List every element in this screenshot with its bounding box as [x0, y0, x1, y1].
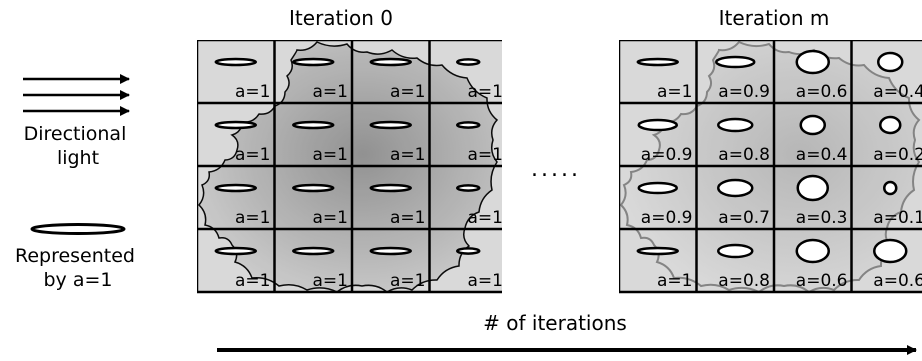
ellipsis-text: .....: [531, 157, 581, 182]
droplet-ellipse: [456, 58, 481, 66]
droplet-ellipse: [636, 246, 679, 256]
cell-alpha-label: a=0.9: [641, 145, 693, 165]
droplet-ellipse: [637, 181, 678, 195]
cell-alpha-label: a=1: [313, 145, 348, 165]
droplet-ellipse: [883, 180, 898, 196]
droplet-ellipse: [369, 183, 412, 193]
droplet-ellipse: [799, 114, 826, 136]
droplet-ellipse: [292, 120, 335, 130]
cell-alpha-label: a=1: [390, 271, 425, 291]
panel-title-iteration-0: Iteration 0: [289, 6, 393, 30]
droplet-ellipse: [369, 246, 412, 256]
legend-flat-ellipse: [30, 223, 126, 235]
cell-alpha-label: a=0.4: [873, 82, 922, 102]
droplet-ellipse: [456, 247, 481, 255]
cell-alpha-label: a=0.7: [718, 208, 770, 228]
droplet-ellipse: [292, 246, 335, 256]
cell-alpha-label: a=1: [657, 271, 692, 291]
cell-alpha-label: a=0.2: [873, 145, 922, 165]
cell-alpha-label: a=1: [468, 208, 503, 228]
cell-alpha-label: a=1: [235, 208, 270, 228]
droplet-ellipse: [796, 174, 829, 202]
grid-panel-iteration-0: a=1 a=1 a=1 a=1 a=1 a=1 a=1 a=1 a=1 a=1 a=1 a=1 a=1 a…: [197, 40, 503, 294]
droplet-ellipse: [456, 184, 481, 192]
droplet-ellipse: [369, 120, 412, 130]
droplet-ellipse: [717, 243, 754, 259]
represented-label: Represented by a=1: [15, 245, 141, 291]
droplet-ellipse: [214, 246, 257, 256]
cell-alpha-label: a=1: [235, 271, 270, 291]
droplet-ellipse: [795, 49, 830, 75]
droplet-ellipse: [873, 238, 908, 264]
cell-alpha-label: a=1: [468, 271, 503, 291]
droplet-ellipse: [456, 121, 481, 129]
cell-alpha-label: a=1: [235, 82, 270, 102]
grid-panel-iteration-m: a=1 a=0.9 a=0.6 a=0.4 a=0.9 a=0.8 a=0.4 a=0.2 a=…: [619, 40, 922, 294]
cell-alpha-label: a=0.8: [718, 145, 770, 165]
droplet-ellipse: [636, 57, 679, 67]
droplet-ellipse: [879, 115, 902, 135]
cell-alpha-label: a=0.9: [718, 82, 770, 102]
cell-alpha-label: a=0.3: [796, 208, 848, 228]
cell-alpha-label: a=0.6: [873, 271, 922, 291]
cell-alpha-label: a=1: [313, 82, 348, 102]
droplet-ellipse: [877, 51, 904, 73]
droplet-ellipse: [292, 183, 335, 193]
cell-alpha-label: a=1: [313, 208, 348, 228]
droplet-ellipse: [717, 117, 754, 133]
cell-alpha-label: a=1: [657, 82, 692, 102]
droplet-ellipse: [214, 57, 257, 67]
cell-alpha-label: a=1: [313, 271, 348, 291]
directional-light-arrows: [23, 74, 130, 116]
cell-alpha-label: a=1: [390, 145, 425, 165]
droplet-ellipse: [292, 57, 335, 67]
iterations-axis-label: # of iterations: [483, 311, 627, 335]
cell-alpha-label: a=1: [468, 145, 503, 165]
droplet-ellipse: [369, 57, 412, 67]
droplet-ellipse: [795, 238, 830, 264]
cell-alpha-label: a=1: [235, 145, 270, 165]
panel-title-iteration-m: Iteration m: [719, 6, 830, 30]
cell-alpha-label: a=0.1: [873, 208, 922, 228]
directional-light-label: Directional light: [24, 123, 133, 169]
droplet-ellipse: [214, 183, 257, 193]
cell-alpha-label: a=1: [390, 82, 425, 102]
droplet-ellipse: [717, 178, 754, 198]
cell-alpha-label: a=1: [390, 208, 425, 228]
cell-alpha-label: a=0.4: [796, 145, 848, 165]
cell-alpha-label: a=0.6: [796, 271, 848, 291]
droplet-ellipse: [637, 118, 678, 132]
droplet-ellipse: [715, 55, 756, 69]
cell-alpha-label: a=1: [468, 82, 503, 102]
cell-alpha-label: a=0.9: [641, 208, 693, 228]
droplet-ellipse: [214, 120, 257, 130]
cell-alpha-label: a=0.8: [718, 271, 770, 291]
cell-alpha-label: a=0.6: [796, 82, 848, 102]
